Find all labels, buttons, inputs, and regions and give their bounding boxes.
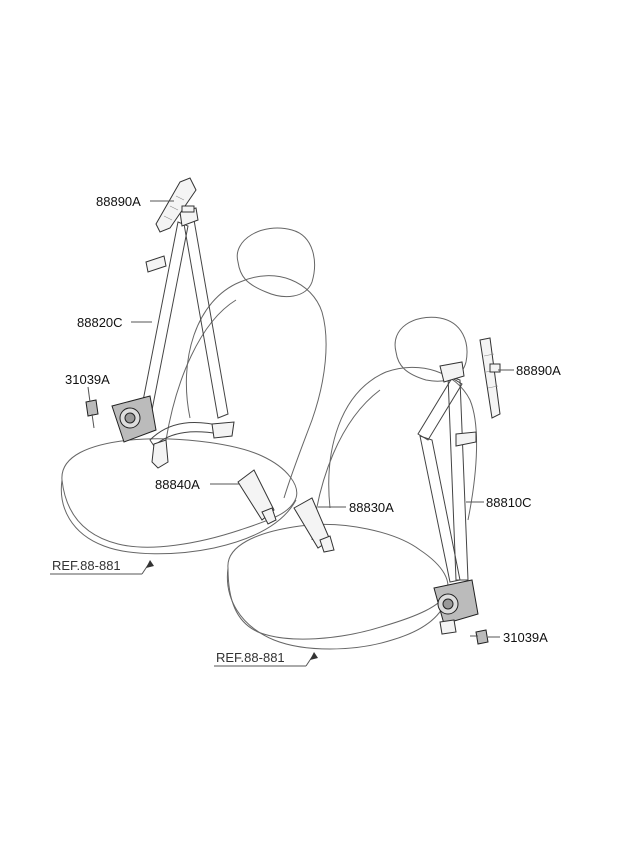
label-left-belt: 88820C [77,315,123,330]
label-right-buckle: 88830A [349,500,394,515]
label-left-buckle: 88840A [155,477,200,492]
right-bolt [470,629,489,645]
label-left-height-adjuster: 88890A [96,194,141,209]
left-bolt [85,399,99,429]
label-right-bolt: 31039A [503,630,548,645]
right-seat-belt [417,361,479,635]
label-right-height-adjuster: 88890A [516,363,561,378]
label-left-ref: REF.88-881 [52,558,121,573]
label-right-ref: REF.88-881 [216,650,285,665]
right-ref-arrow [214,652,318,667]
label-right-belt: 88810C [486,495,532,510]
right-height-adjuster [479,337,501,419]
label-left-bolt: 31039A [65,372,110,387]
left-buckle [237,469,277,525]
right-buckle [293,497,335,553]
leader-lines [87,200,514,638]
left-seat-belt [111,207,235,469]
left-ref-arrow [50,560,154,575]
left-height-adjuster [155,177,197,233]
